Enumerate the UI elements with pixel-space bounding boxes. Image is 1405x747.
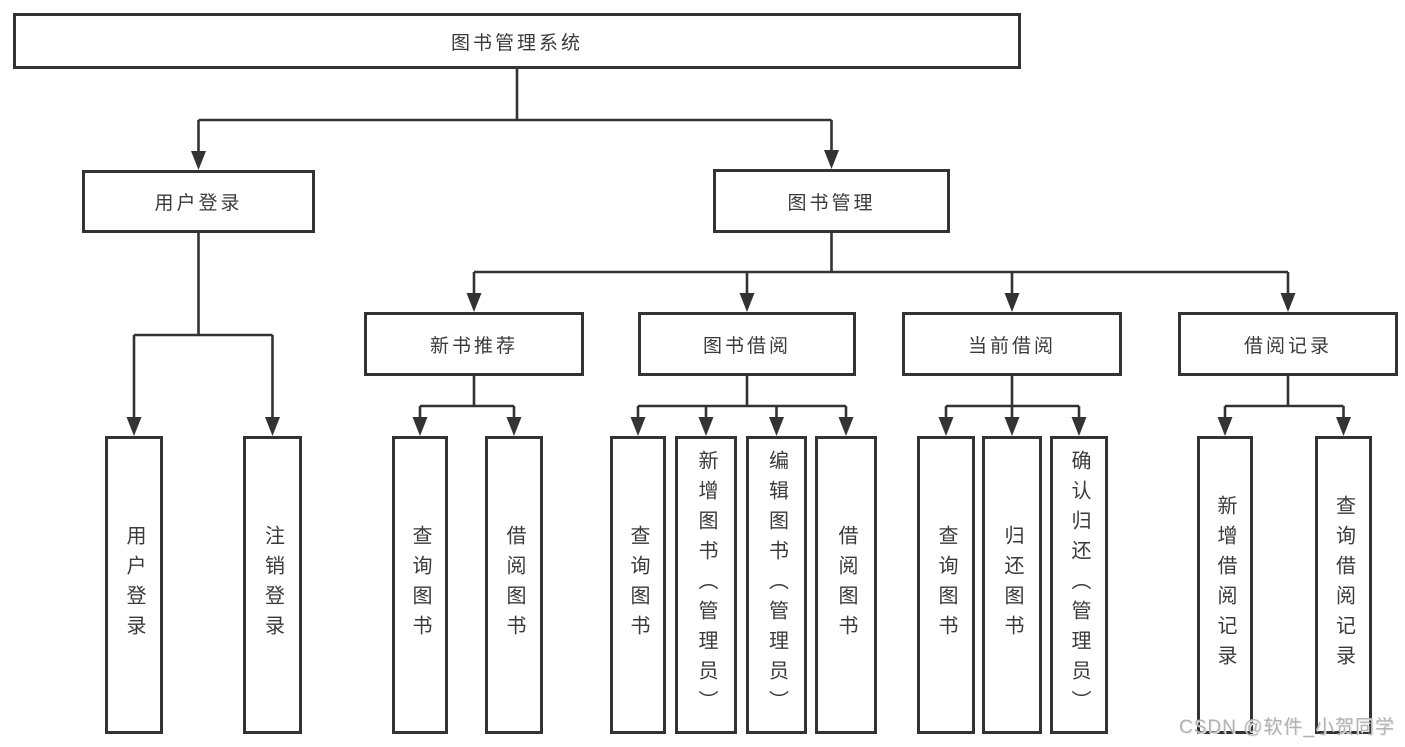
node-book-borrowing: 图书借阅 [638,312,856,376]
connector-user-login-to-leaves [126,233,280,436]
leaf-return-books: 归还图书 [982,436,1042,734]
connector-root-to-level1 [191,69,839,170]
leaf-confirm-return-admin: 确认归还（管理员） [1050,436,1108,734]
leaf-borrow-books-recommend: 借阅图书 [485,436,543,734]
leaf-query-books-borrowing: 查询图书 [610,436,666,734]
node-book-management: 图书管理 [713,169,950,233]
node-root-library-system: 图书管理系统 [13,13,1021,69]
csdn-watermark: CSDN @软件_小贺同学 [1179,717,1395,738]
node-borrow-records: 借阅记录 [1178,312,1398,376]
connector-new-book-recommend-to-leaves [412,376,522,436]
connector-book-borrowing-to-leaves [630,376,854,436]
node-new-book-recommend: 新书推荐 [364,312,584,376]
connector-current-borrowing-to-leaves [938,376,1087,436]
leaf-add-books-admin: 新增图书（管理员） [675,436,737,734]
connector-borrow-records-to-leaves [1217,376,1351,436]
node-current-borrowing: 当前借阅 [902,312,1122,376]
leaf-query-borrow-record: 查询借阅记录 [1315,436,1372,734]
leaf-query-books-recommend: 查询图书 [392,436,448,734]
leaf-query-books-current: 查询图书 [917,436,975,734]
connector-book-management-to-level2 [466,233,1296,312]
leaf-logout: 注销登录 [243,436,302,734]
leaf-borrow-books: 借阅图书 [815,436,877,734]
leaf-add-borrow-record: 新增借阅记录 [1197,436,1253,734]
node-user-login: 用户登录 [82,170,315,233]
leaf-edit-books-admin: 编辑图书（管理员） [746,436,807,734]
leaf-user-login: 用户登录 [105,436,163,734]
